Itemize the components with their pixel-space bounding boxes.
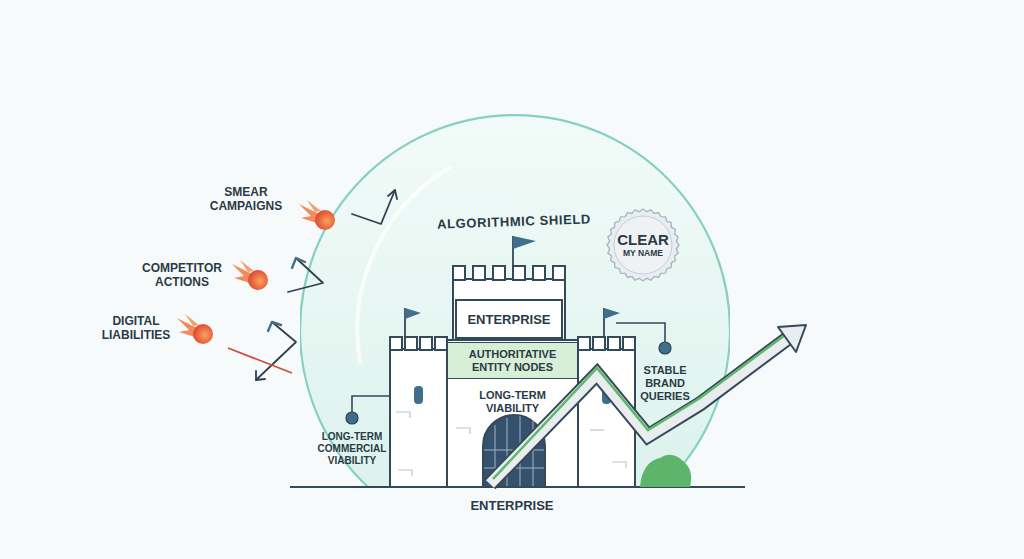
gate-bar	[495, 425, 496, 487]
castle-wall	[447, 340, 578, 487]
gate-bar	[484, 468, 544, 469]
gate-bar	[484, 450, 544, 451]
left-tower	[390, 349, 447, 487]
merlon	[420, 337, 432, 350]
callout-label: LONG-TERM COMMERCIAL VIABILITY	[312, 431, 392, 467]
arrow-head	[778, 325, 806, 352]
callout-label: STABLE BRAND QUERIES	[632, 364, 698, 404]
clear-name-badge: CLEARMY NAME	[606, 208, 680, 282]
fireball	[232, 260, 268, 290]
callout-dot	[346, 412, 358, 424]
merlon	[405, 337, 417, 350]
arrow-head	[268, 322, 281, 331]
wall-label: LONG-TERM VIABILITY	[457, 389, 568, 415]
threat-label: COMPETITOR ACTIONS	[130, 261, 234, 290]
wall-panel: LONG-TERM VIABILITY	[457, 384, 568, 420]
gate	[483, 415, 545, 487]
tower-box: ENTERPRISE	[455, 299, 563, 339]
badge-inner	[614, 216, 672, 274]
merlon	[623, 337, 635, 350]
brick-mark	[590, 429, 604, 430]
merlon	[513, 266, 525, 280]
ground-line	[290, 486, 745, 488]
window	[602, 386, 611, 404]
merlon	[390, 337, 402, 350]
threat-label: DIGITAL LIABILITIES	[90, 314, 182, 343]
badge-edge	[607, 209, 679, 281]
merlon	[578, 337, 590, 350]
deflected-arrow	[228, 348, 292, 373]
brick-mark	[396, 412, 410, 418]
merlon	[593, 337, 605, 350]
merlon	[553, 266, 565, 280]
right-tower	[578, 349, 635, 487]
dome-highlight	[357, 167, 450, 362]
window	[414, 386, 423, 404]
merlon	[608, 337, 620, 350]
brick-mark	[456, 428, 470, 434]
brick-mark	[398, 470, 412, 476]
merlon	[493, 266, 505, 280]
merlon	[435, 337, 447, 350]
badge-subtitle: MY NAME	[623, 248, 663, 258]
gate-bar	[520, 416, 521, 487]
fireball	[177, 314, 213, 344]
arrow-head	[292, 258, 305, 268]
tower-label: ENTERPRISE	[467, 312, 550, 327]
gate-bar	[507, 418, 508, 487]
arrow-head	[256, 371, 265, 380]
callout-dot	[659, 342, 671, 354]
gate-bar	[533, 420, 534, 487]
band-label: AUTHORITATIVE ENTITY NODES	[448, 348, 577, 373]
base-label: ENTERPRISE	[412, 498, 612, 514]
badge-title: CLEAR	[617, 232, 669, 248]
fireball	[299, 200, 335, 230]
merlon	[453, 266, 465, 280]
threat-label: SMEAR CAMPAIGNS	[204, 185, 288, 214]
merlon	[473, 266, 485, 280]
shield-dome	[300, 115, 730, 487]
brick-mark	[612, 462, 626, 468]
entity-band: AUTHORITATIVE ENTITY NODES	[447, 342, 578, 379]
merlon	[533, 266, 545, 280]
top-tower	[453, 279, 565, 340]
